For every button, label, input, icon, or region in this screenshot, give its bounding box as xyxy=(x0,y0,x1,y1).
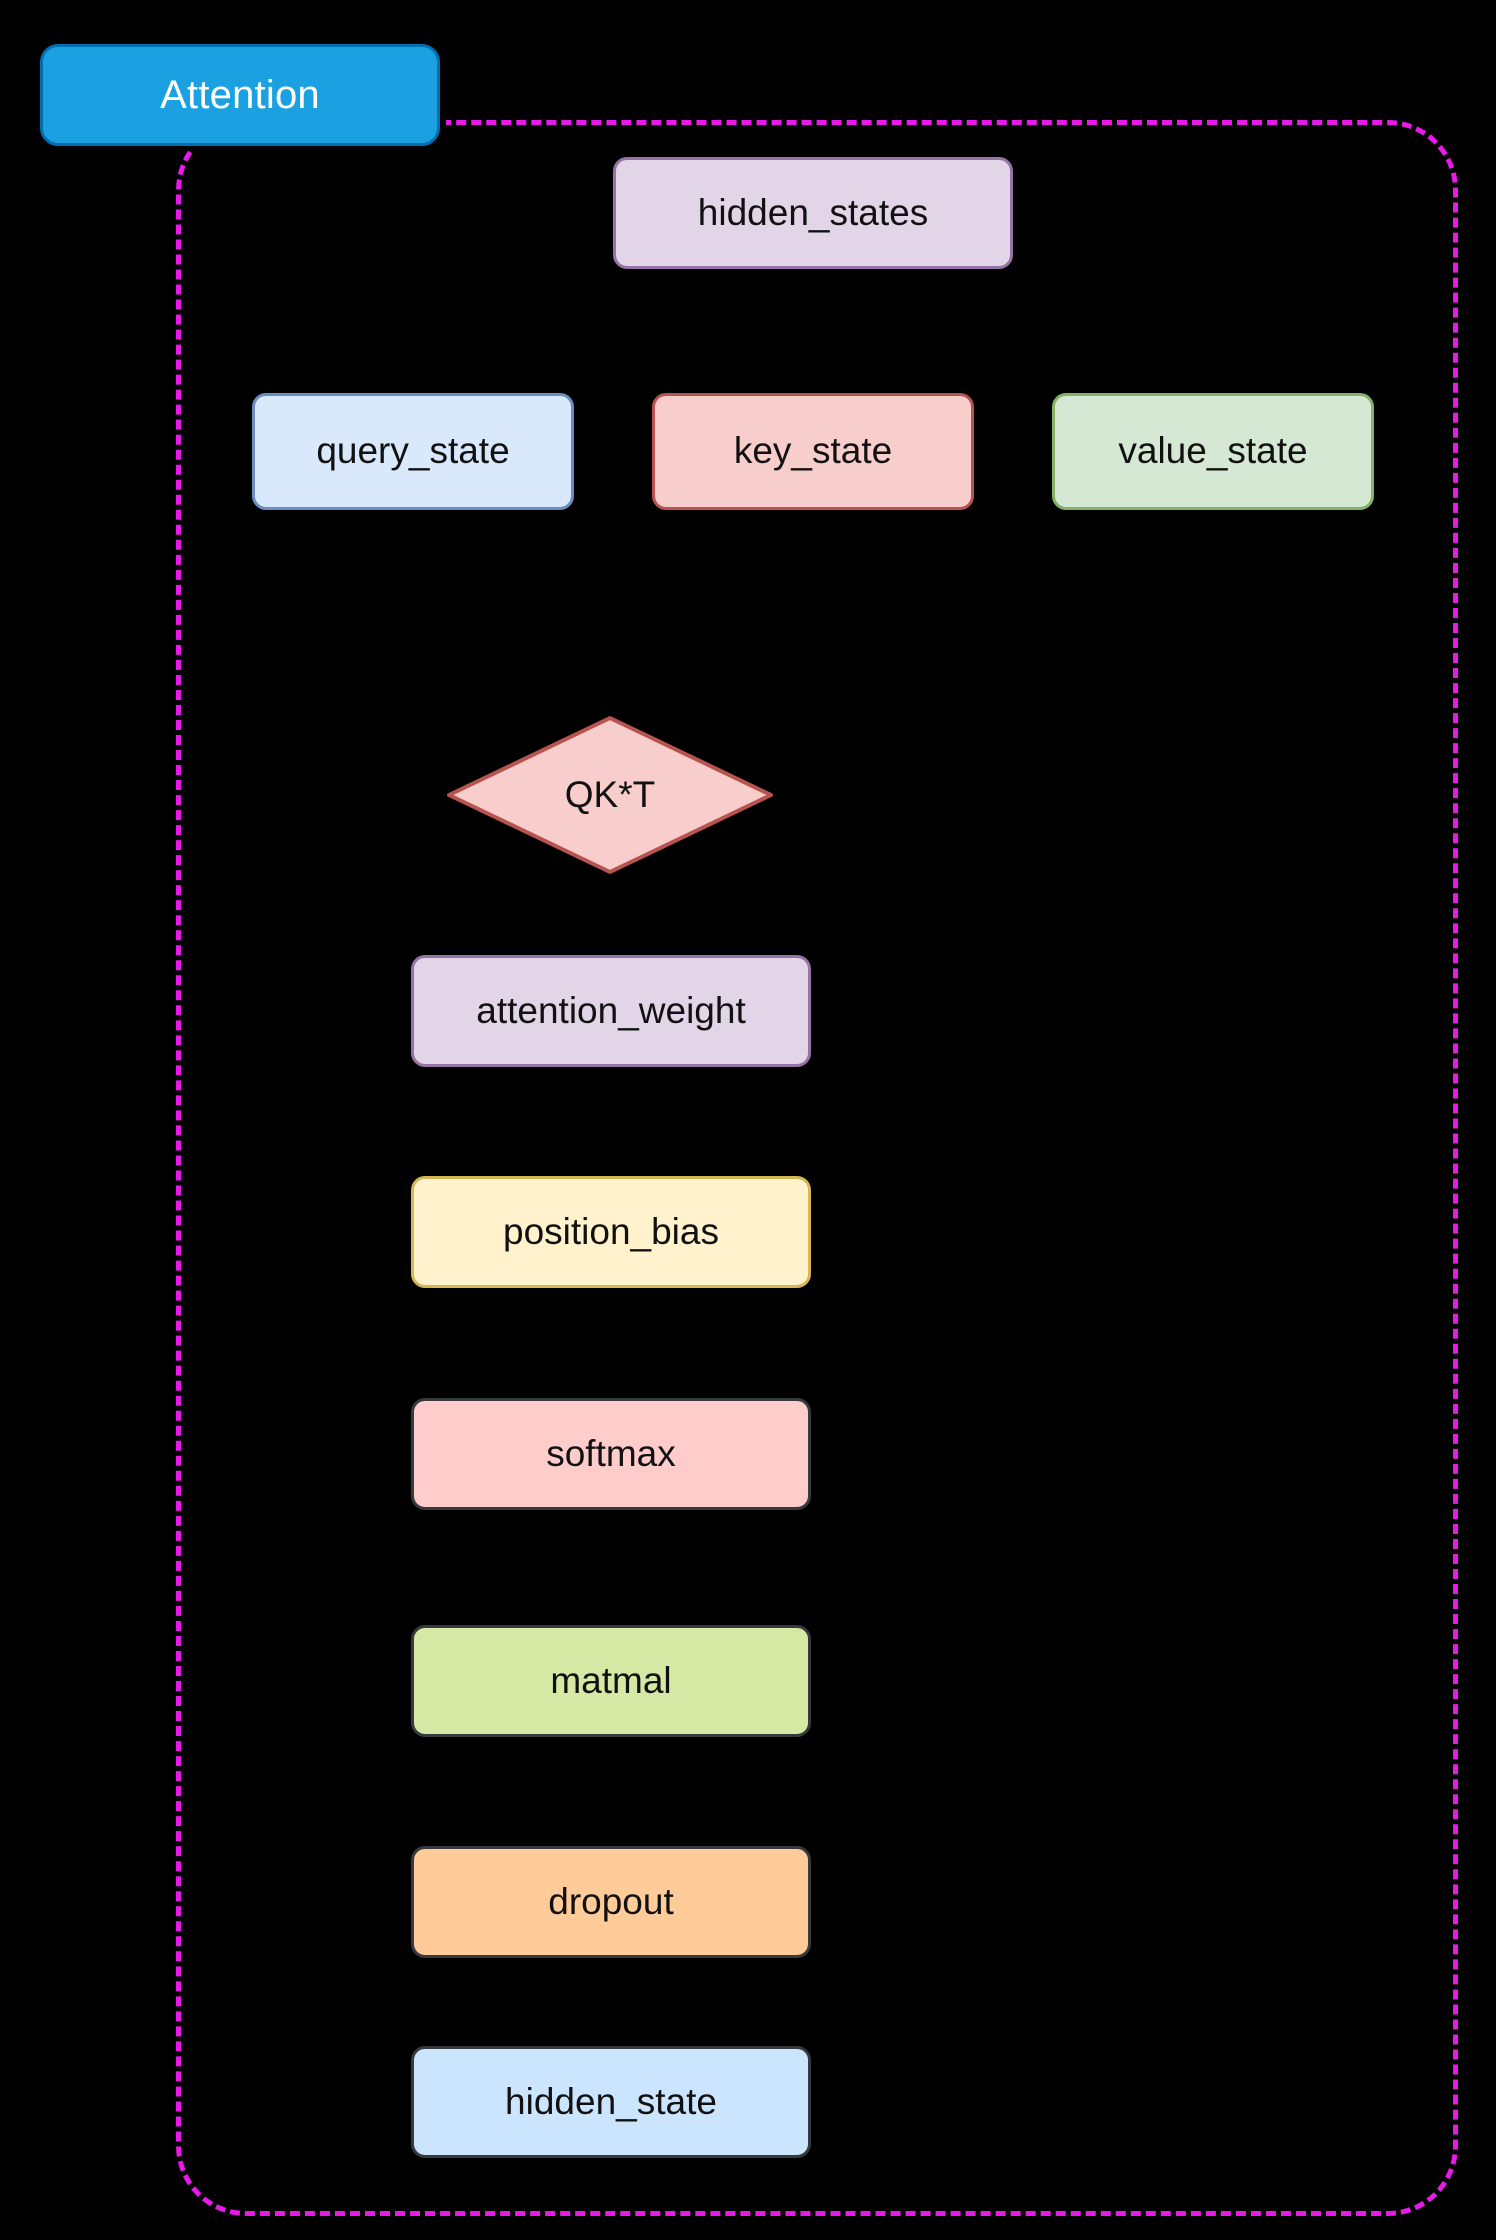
node-qk-t[interactable]: QK*T xyxy=(447,716,773,874)
attention-subgraph-container xyxy=(176,120,1458,2216)
node-softmax[interactable]: softmax xyxy=(411,1398,811,1510)
node-label-hidden-state: hidden_state xyxy=(505,2080,717,2122)
node-label-key-state: key_state xyxy=(733,430,893,472)
node-label-hidden-states: hidden_states xyxy=(697,191,929,233)
node-query-state[interactable]: query_state xyxy=(252,393,574,510)
node-label-value-state: value_state xyxy=(1118,430,1308,472)
node-label-matmal: matmal xyxy=(550,1659,672,1701)
node-matmal[interactable]: matmal xyxy=(411,1625,811,1737)
node-label-attention-weight: attention_weight xyxy=(476,989,746,1031)
node-label-query-state: query_state xyxy=(316,430,510,472)
node-hidden-states[interactable]: hidden_states xyxy=(613,157,1013,269)
node-label-position-bias: position_bias xyxy=(503,1210,719,1252)
node-value-state[interactable]: value_state xyxy=(1052,393,1374,510)
node-hidden-state[interactable]: hidden_state xyxy=(411,2046,811,2158)
node-key-state[interactable]: key_state xyxy=(652,393,974,510)
node-attention-weight[interactable]: attention_weight xyxy=(411,955,811,1067)
subgraph-title-label: Attention xyxy=(160,73,320,117)
subgraph-title-attention[interactable]: Attention xyxy=(40,44,440,146)
node-position-bias[interactable]: position_bias xyxy=(411,1176,811,1288)
node-label-dropout: dropout xyxy=(548,1880,674,1922)
node-label-softmax: softmax xyxy=(546,1432,676,1474)
node-dropout[interactable]: dropout xyxy=(411,1846,811,1958)
